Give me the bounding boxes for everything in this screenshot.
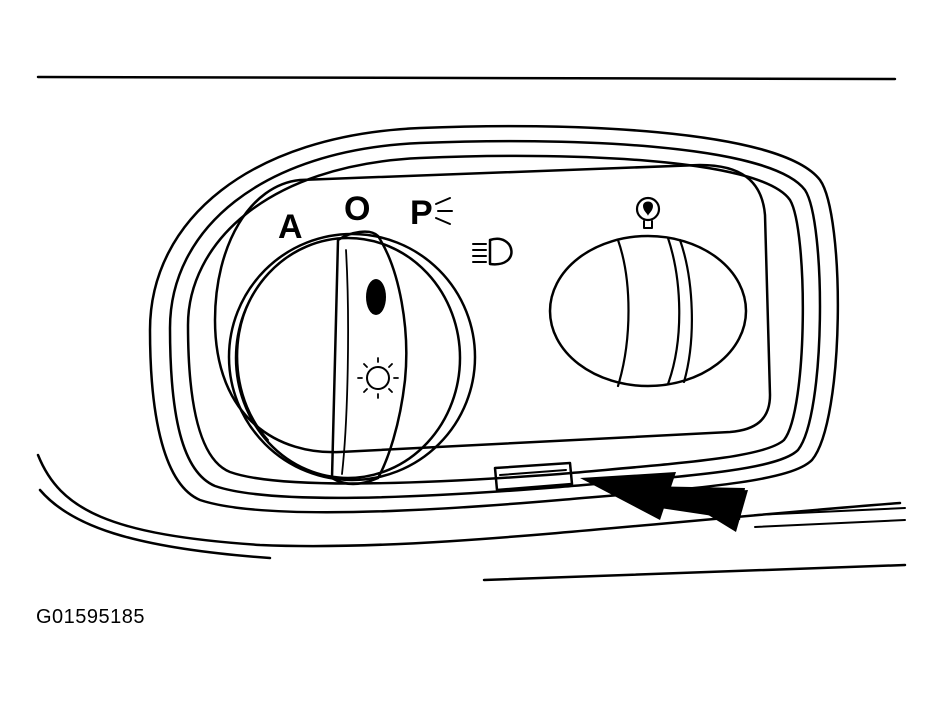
panel-dimmer-icon [357, 357, 399, 399]
parking-lamp-icon [435, 197, 453, 225]
position-label-parking: P [410, 194, 433, 232]
fog-lamp-icon [635, 196, 661, 229]
dashboard-lines [36, 75, 907, 582]
position-label-auto: A [278, 208, 303, 246]
pointer-arrows [580, 472, 748, 532]
headlamp-icon [472, 237, 513, 266]
figure-id: G01595185 [36, 606, 146, 628]
switch-bezel [148, 124, 840, 514]
dimmer-thumbwheel[interactable] [548, 234, 748, 388]
position-label-off: O [344, 190, 370, 228]
arrow-front [580, 472, 676, 520]
headlamp-knob[interactable] [227, 230, 477, 486]
release-tab[interactable] [493, 461, 574, 492]
knob-indicator-mark [366, 279, 386, 315]
